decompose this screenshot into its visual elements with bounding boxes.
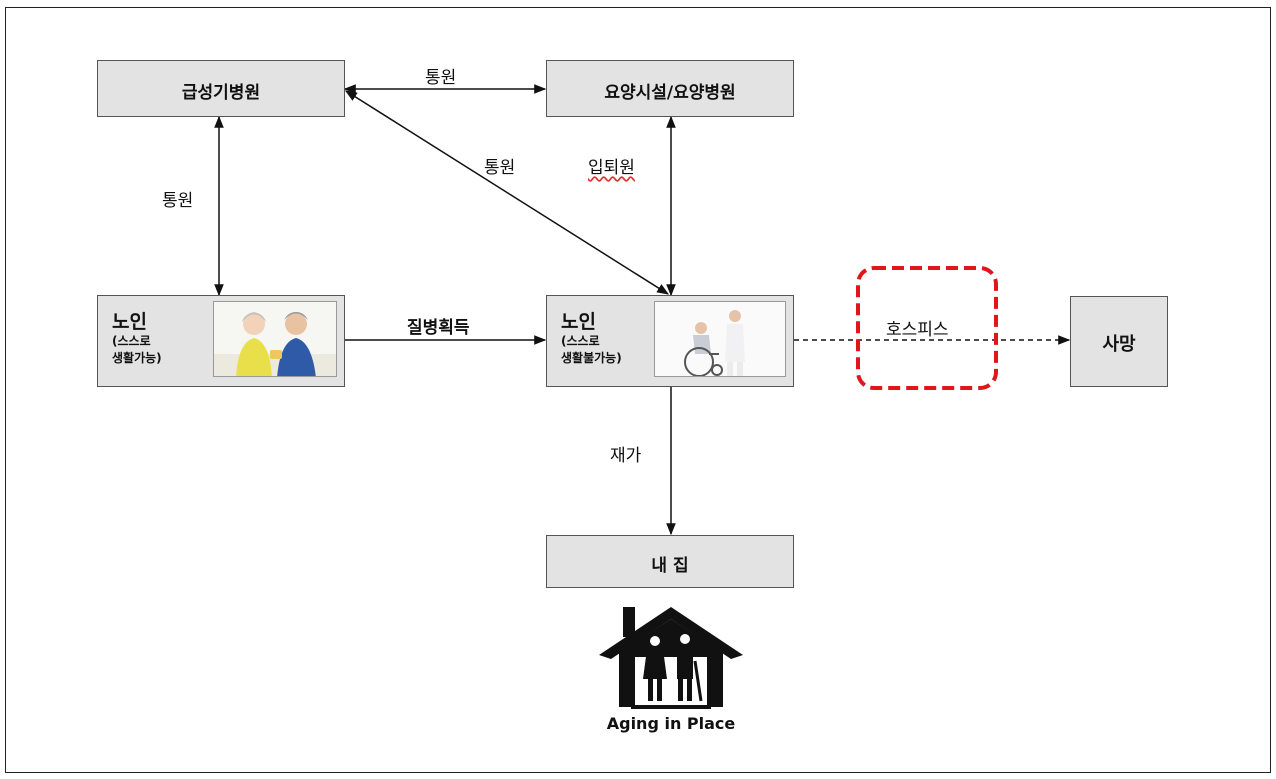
node-care-facility: 요양시설/요양병원 (546, 60, 794, 117)
node-death-label: 사망 (1102, 334, 1136, 355)
node-acute-hospital: 급성기병원 (97, 60, 345, 117)
node-home-label: 내 집 (651, 556, 689, 576)
edge-hospital-dependent (344, 90, 670, 295)
node-elder-dependent: 노인 (스스로 생활불가능) (546, 295, 794, 387)
elder-dependent-subtitle: (스스로 생활불가능) (561, 333, 622, 367)
node-care-facility-label: 요양시설/요양병원 (604, 83, 736, 103)
label-facility-dependent: 입퇴원 (588, 158, 635, 178)
elder-independent-subtitle: (스스로 생활가능) (112, 333, 162, 367)
elder-independent-sub-line2: 생활가능) (112, 351, 162, 365)
elderly-couple-photo (213, 301, 337, 377)
elder-independent-title: 노인 (112, 311, 147, 333)
elder-dependent-title: 노인 (561, 311, 596, 333)
elder-independent-sub-line1: (스스로 (112, 334, 151, 348)
wheelchair-caregiver-photo (654, 301, 786, 377)
label-hospital-elder: 통원 (162, 191, 194, 211)
aging-in-place-house-icon (591, 603, 751, 713)
node-home: 내 집 (546, 535, 794, 588)
elder-dependent-sub-line2: 생활불가능) (561, 351, 622, 365)
aging-in-place-caption: Aging in Place (606, 714, 736, 733)
label-hospital-dependent: 통원 (484, 158, 516, 178)
elder-dependent-sub-line1: (스스로 (561, 334, 600, 348)
hospice-highlight (856, 266, 998, 390)
node-elder-independent: 노인 (스스로 생활가능) (97, 295, 345, 387)
label-hospice: 호스피스 (886, 320, 949, 340)
node-acute-hospital-label: 급성기병원 (181, 83, 261, 103)
label-disease-acquisition: 질병획득 (407, 318, 470, 338)
node-death: 사망 (1070, 296, 1168, 387)
label-hospital-facility: 통원 (425, 68, 457, 88)
label-at-home: 재가 (610, 446, 642, 466)
diagram-frame (5, 7, 1271, 773)
